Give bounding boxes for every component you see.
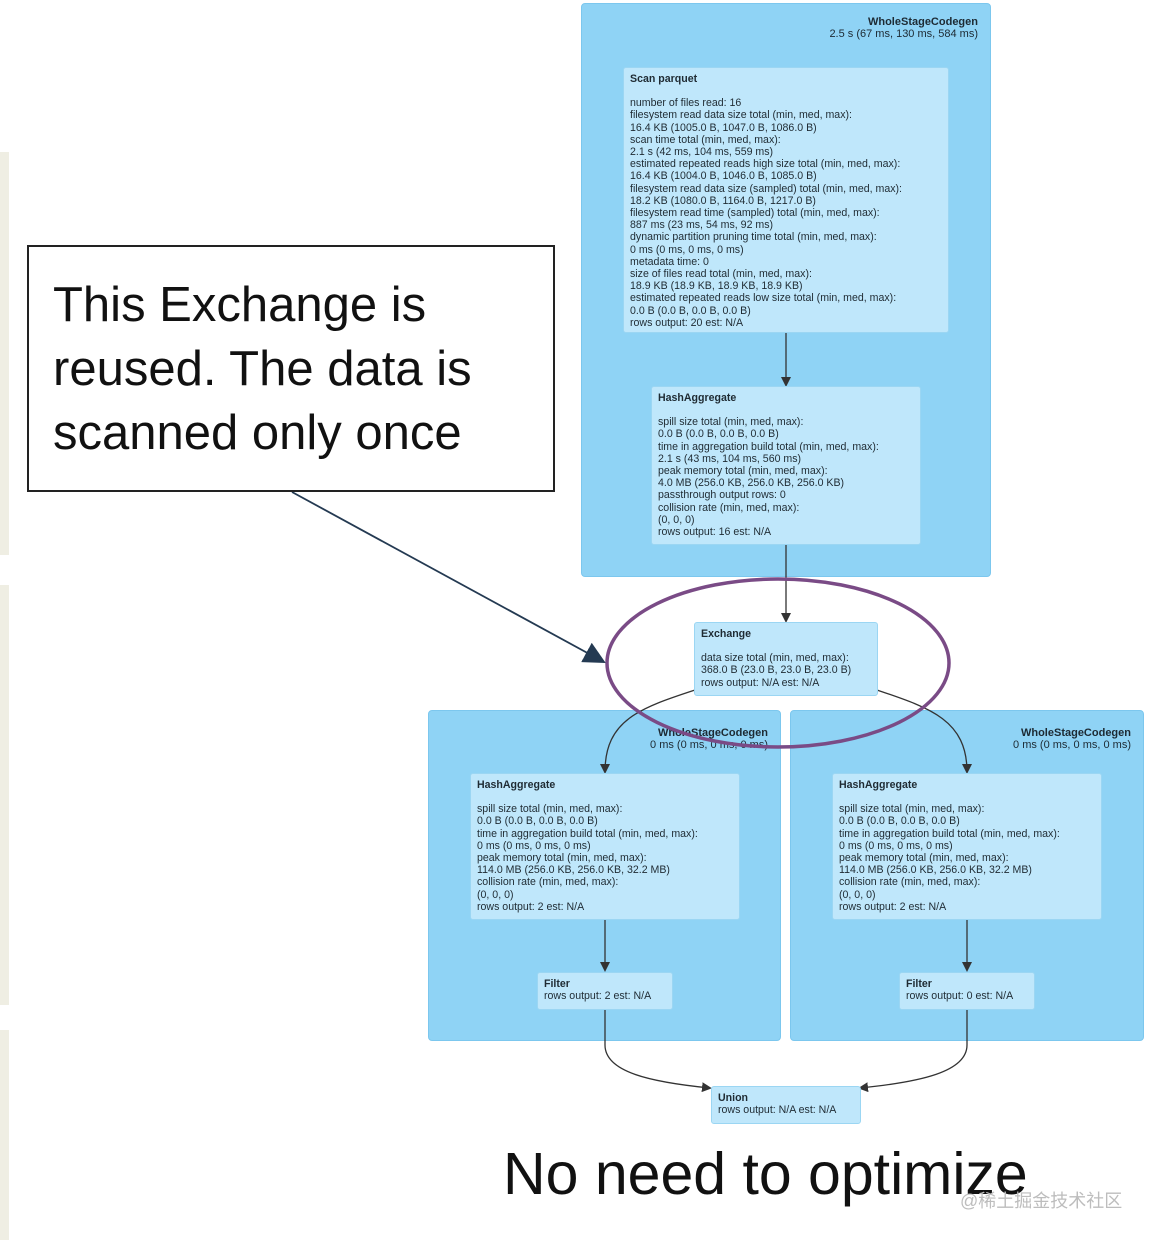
stage-left-header: WholeStageCodegen 0 ms (0 ms, 0 ms, 0 ms…: [650, 727, 768, 751]
node-metric: 0.0 B (0.0 B, 0.0 B, 0.0 B): [839, 815, 960, 828]
stage-timing: 0 ms (0 ms, 0 ms, 0 ms): [1013, 739, 1131, 751]
node-title: Exchange: [701, 628, 752, 640]
edge-filter-left-to-union: [604, 1010, 712, 1093]
node-metric: 4.0 MB (256.0 KB, 256.0 KB, 256.0 KB): [658, 477, 845, 490]
left-edge-strip: [0, 152, 9, 555]
stage-timing: 2.5 s (67 ms, 130 ms, 584 ms): [829, 28, 978, 40]
node-metric: estimated repeated reads low size total …: [630, 292, 897, 305]
node-metric: collision rate (min, med, max):: [658, 501, 800, 514]
stage-title: WholeStageCodegen: [1020, 727, 1131, 739]
node-metric: time in aggregation build total (min, me…: [839, 827, 1060, 840]
node-metric: spill size total (min, med, max):: [839, 803, 985, 816]
node-metric: rows output: 2 est: N/A: [839, 900, 947, 913]
node-metric: filesystem read data size total (min, me…: [630, 109, 852, 122]
node-metric: 114.0 MB (256.0 KB, 256.0 KB, 32.2 MB): [477, 864, 670, 877]
node-metric: 887 ms (23 ms, 54 ms, 92 ms): [630, 219, 774, 232]
node-metric: rows output: N/A est: N/A: [718, 1104, 837, 1117]
node-metric: 0 ms (0 ms, 0 ms, 0 ms): [477, 839, 591, 852]
node-metric: time in aggregation build total (min, me…: [477, 827, 698, 840]
node-title: HashAggregate: [658, 392, 737, 404]
stage-title: WholeStageCodegen: [867, 16, 978, 28]
edge-exchange-to-left: [600, 689, 696, 774]
node-metric: 368.0 B (23.0 B, 23.0 B, 23.0 B): [701, 664, 852, 677]
node-metric: time in aggregation build total (min, me…: [658, 440, 879, 453]
node-title: Filter: [906, 978, 932, 990]
edge-exchange-to-right: [876, 689, 972, 774]
node-title: Scan parquet: [630, 73, 698, 85]
node-metric: data size total (min, med, max):: [701, 652, 849, 665]
node-union: Union rows output: N/A est: N/A: [711, 1086, 861, 1124]
node-metric: collision rate (min, med, max):: [477, 876, 619, 889]
node-hashaggregate-right: HashAggregate spill size total (min, med…: [832, 773, 1102, 920]
node-metric: rows output: N/A est: N/A: [701, 676, 820, 689]
node-metric: spill size total (min, med, max):: [658, 416, 804, 429]
stage-right-header: WholeStageCodegen 0 ms (0 ms, 0 ms, 0 ms…: [1013, 727, 1131, 751]
node-filter-left: Filter rows output: 2 est: N/A: [537, 972, 673, 1010]
callout-text-line: reused. The data is: [53, 342, 472, 396]
callout-text-line: scanned only once: [53, 406, 462, 460]
node-metric: 0.0 B (0.0 B, 0.0 B, 0.0 B): [477, 815, 598, 828]
node-metric: size of files read total (min, med, max)…: [630, 268, 812, 281]
callout-arrow: [291, 491, 606, 663]
node-metric: number of files read: 16: [630, 97, 742, 110]
node-metric: 16.4 KB (1004.0 B, 1046.0 B, 1085.0 B): [630, 170, 817, 183]
edge-filter-right-to-union: [858, 1010, 968, 1093]
bottom-caption: No need to optimize: [503, 1141, 1028, 1207]
node-metric: peak memory total (min, med, max):: [477, 852, 647, 865]
node-metric: 0.0 B (0.0 B, 0.0 B, 0.0 B): [630, 304, 751, 317]
stage-top-header: WholeStageCodegen 2.5 s (67 ms, 130 ms, …: [829, 16, 978, 40]
node-metric: 2.1 s (43 ms, 104 ms, 560 ms): [658, 452, 802, 465]
node-metric: 18.9 KB (18.9 KB, 18.9 KB, 18.9 KB): [630, 280, 803, 293]
node-metric: peak memory total (min, med, max):: [658, 465, 828, 478]
node-metric: rows output: 2 est: N/A: [477, 900, 585, 913]
stage-timing: 0 ms (0 ms, 0 ms, 0 ms): [650, 739, 768, 751]
node-metric: peak memory total (min, med, max):: [839, 852, 1009, 865]
node-metric: 2.1 s (42 ms, 104 ms, 559 ms): [630, 146, 774, 159]
watermark: @稀土掘金技术社区: [960, 1191, 1123, 1211]
node-hashaggregate-left: HashAggregate spill size total (min, med…: [470, 773, 740, 920]
node-metric: rows output: 0 est: N/A: [906, 990, 1014, 1003]
node-metric: spill size total (min, med, max):: [477, 803, 623, 816]
node-metric: 18.2 KB (1080.0 B, 1164.0 B, 1217.0 B): [630, 194, 816, 207]
node-hashaggregate-top: HashAggregate spill size total (min, med…: [651, 386, 921, 545]
node-exchange: Exchange data size total (min, med, max)…: [694, 622, 878, 696]
left-edge-strip: [0, 585, 9, 1005]
node-metric: scan time total (min, med, max):: [630, 133, 781, 146]
node-metric: 0 ms (0 ms, 0 ms, 0 ms): [839, 839, 953, 852]
node-metric: (0, 0, 0): [477, 888, 514, 901]
node-title: Union: [718, 1092, 749, 1104]
node-metric: estimated repeated reads high size total…: [630, 158, 901, 171]
node-metric: metadata time: 0: [630, 255, 709, 268]
highlight-ellipse: [605, 577, 951, 749]
node-filter-right: Filter rows output: 0 est: N/A: [899, 972, 1035, 1010]
node-metric: 16.4 KB (1005.0 B, 1047.0 B, 1086.0 B): [630, 121, 817, 134]
node-metric: collision rate (min, med, max):: [839, 876, 981, 889]
callout-box: This Exchange is reused. The data is sca…: [27, 245, 555, 492]
node-metric: (0, 0, 0): [658, 513, 695, 526]
stage-title: WholeStageCodegen: [657, 727, 768, 739]
node-metric: 114.0 MB (256.0 KB, 256.0 KB, 32.2 MB): [839, 864, 1032, 877]
node-metric: 0 ms (0 ms, 0 ms, 0 ms): [630, 243, 744, 256]
left-edge-strip: [0, 1030, 9, 1240]
node-metric: rows output: 16 est: N/A: [658, 526, 772, 539]
node-metric: filesystem read time (sampled) total (mi…: [630, 207, 880, 220]
node-metric: filesystem read data size (sampled) tota…: [630, 182, 902, 195]
node-scan-parquet: Scan parquet number of files read: 16 fi…: [623, 67, 949, 333]
node-metric: rows output: 20 est: N/A: [630, 316, 744, 329]
node-metric: rows output: 2 est: N/A: [544, 990, 652, 1003]
node-metric: (0, 0, 0): [839, 888, 876, 901]
callout-text-line: This Exchange is: [53, 278, 427, 332]
node-metric: dynamic partition pruning time total (mi…: [630, 231, 877, 244]
node-metric: 0.0 B (0.0 B, 0.0 B, 0.0 B): [658, 428, 779, 441]
node-metric: passthrough output rows: 0: [658, 489, 786, 502]
node-title: Filter: [544, 978, 570, 990]
node-title: HashAggregate: [477, 779, 556, 791]
node-title: HashAggregate: [839, 779, 918, 791]
